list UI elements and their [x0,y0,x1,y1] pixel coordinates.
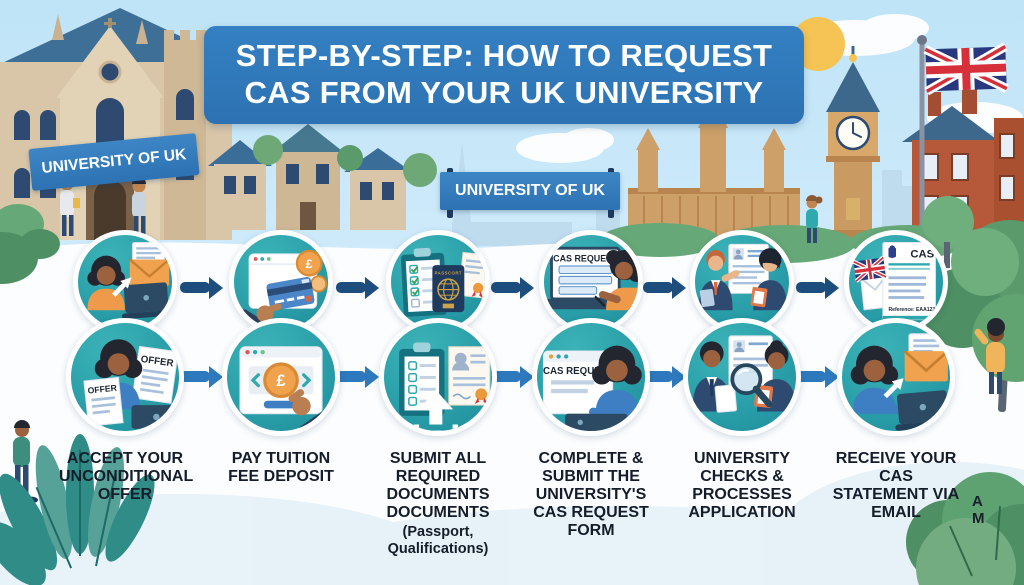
step6-label: RECEIVE YOUR CAS STATEMENT VIA EMAIL [832,450,960,522]
step2-bottom-circle: £ [222,318,340,436]
laptop-icon [565,413,628,431]
offer-document-icon: OFFER [131,345,179,404]
arrow-right-icon [180,276,223,299]
town-houses [208,124,437,230]
laptop-icon [895,390,950,431]
decor-letters: A M [972,493,998,527]
arrow-right-icon [796,276,839,299]
pound-coin-icon: £ [263,362,299,399]
step1-top-circle [73,230,177,334]
person-student [589,345,642,421]
step1-label: ACCEPT YOUR UNCONDITIONAL OFFER [59,450,194,504]
staff-woman [750,248,788,311]
svg-text:Reference: EAA123456: Reference: EAA123456 [888,307,943,313]
arrow-right-icon [796,365,839,388]
background-person [132,177,146,236]
arrow-right-icon [643,276,686,299]
step3-bottom-circle [379,318,497,436]
pound-coin-icon: £ [295,249,328,293]
cas-statement-icon: CAS Reference: EAA123456 [882,242,943,321]
magnifier-icon [730,363,773,408]
application-document-icon [728,243,769,294]
step2-label: PAY TUITION FEE DEPOSIT [228,450,334,486]
arrow-up-right-icon [883,378,904,399]
step4-label: COMPLETE & SUBMIT THE UNIVERSITY'S CAS R… [533,450,649,540]
certificate-icon [457,251,485,299]
laptop-icon [131,405,179,429]
person-student [850,345,903,415]
hand-icon [288,389,334,431]
step6-top-circle: CAS Reference: EAA123456 [844,230,948,334]
step4-top-circle: CAS REQUEST [539,230,643,334]
arrow-up-right-icon [112,277,132,297]
envelope-letter-icon [128,242,170,286]
svg-text:OFFER: OFFER [140,354,174,369]
browser-window-icon: CAS REQUEST [543,350,613,415]
svg-text:CAS REQUEST: CAS REQUEST [543,366,613,377]
envelope-letter-icon [903,333,949,382]
university-sign-center: UNIVERSITY OF UK [440,172,620,210]
uk-flag-icon [917,35,1009,252]
sun-icon [791,17,845,71]
arrow-right-icon [336,276,379,299]
person-student [87,255,125,311]
certificate-icon [448,346,491,406]
background-person [974,318,1005,394]
step5-bottom-circle [683,318,801,436]
big-ben-tower [826,46,880,246]
svg-text:PASSCORT: PASSCORT [435,270,462,275]
offer-document-icon: OFFER [83,376,124,427]
upload-icon [413,389,458,431]
svg-text:£: £ [306,257,313,271]
arrow-right-icon [336,365,379,388]
svg-text:OFFER: OFFER [87,383,118,396]
step5-label: UNIVERSITY CHECKS & PROCESSES APPLICATIO… [688,450,796,522]
step6-bottom-circle [837,318,955,436]
laptop-icon [122,282,172,320]
arrow-right-icon [643,365,686,388]
bush [906,472,1024,585]
credit-card-icon [266,276,315,311]
cas-request-form-icon: CAS REQUEST [550,246,621,301]
arrow-right-icon [491,276,534,299]
arrow-right-icon [180,365,223,388]
arrow-right-icon [491,365,534,388]
plant-leaves [0,434,155,585]
staff-man [698,250,740,311]
step1-bottom-circle: OFFER OFFER [66,318,184,436]
step4-bottom-circle: CAS REQUEST [532,318,650,436]
svg-text:£: £ [276,372,285,390]
svg-text:CAS REQUEST: CAS REQUEST [553,253,618,263]
staff-man [692,341,738,413]
passport-icon: PASSCORT [432,265,465,313]
uk-flag-icon [852,255,887,283]
page-title: STEP-BY-STEP: HOW TO REQUEST CAS FROM YO… [204,26,804,124]
person-student [594,250,638,311]
step3-label: SUBMIT ALL REQUIRED DOCUMENTS DOCUMENTS … [372,450,504,557]
svg-text:CAS: CAS [910,249,934,261]
step3-note: (Passport, Qualifications) [387,524,489,557]
background-person [806,195,823,243]
